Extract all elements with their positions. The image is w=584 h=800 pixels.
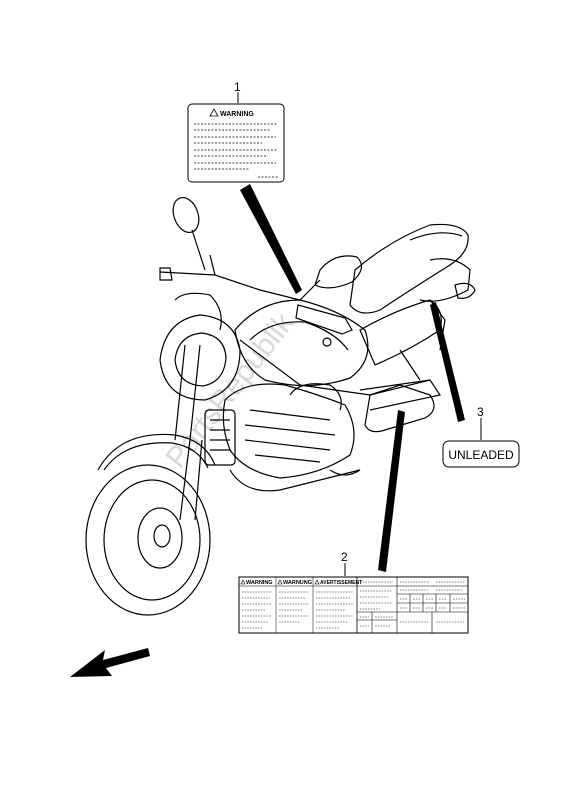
motorcycle-drawing — [85, 196, 476, 616]
label1-text-lines — [194, 123, 278, 178]
front-wheel — [85, 464, 211, 616]
engine — [222, 383, 355, 479]
warning-triangle-icon — [209, 108, 219, 117]
label2-heading-fr: AVERTISSEMENT — [320, 580, 362, 586]
left-mirror — [172, 196, 200, 234]
right-mirror — [314, 255, 363, 289]
label2-heading-en: WARNING — [246, 580, 273, 586]
callout-number-3: 3 — [477, 405, 484, 419]
information-label-2[interactable]: WARNING WARNUNG AVERTISSEMENT — [238, 576, 469, 634]
warning-triangle-icon — [240, 579, 320, 585]
unleaded-label-text: UNLEADED — [448, 448, 514, 462]
callout-number-2: 2 — [341, 550, 348, 564]
warning-label-1[interactable]: WARNING — [187, 103, 285, 183]
seat — [349, 223, 469, 314]
label1-heading: WARNING — [220, 111, 254, 118]
unleaded-fuel-label-3[interactable]: UNLEADED — [442, 440, 520, 468]
label2-text-lines — [242, 591, 353, 629]
callout-number-1: 1 — [234, 80, 241, 94]
exhaust — [364, 384, 435, 433]
front-direction-arrow-icon — [70, 648, 150, 677]
label2-table-text — [360, 581, 465, 627]
headlight — [159, 314, 241, 401]
label2-table — [357, 577, 468, 633]
fuel-tank — [234, 299, 369, 387]
leader-lines — [237, 92, 482, 576]
label2-heading-de: WARNUNG — [283, 580, 312, 586]
